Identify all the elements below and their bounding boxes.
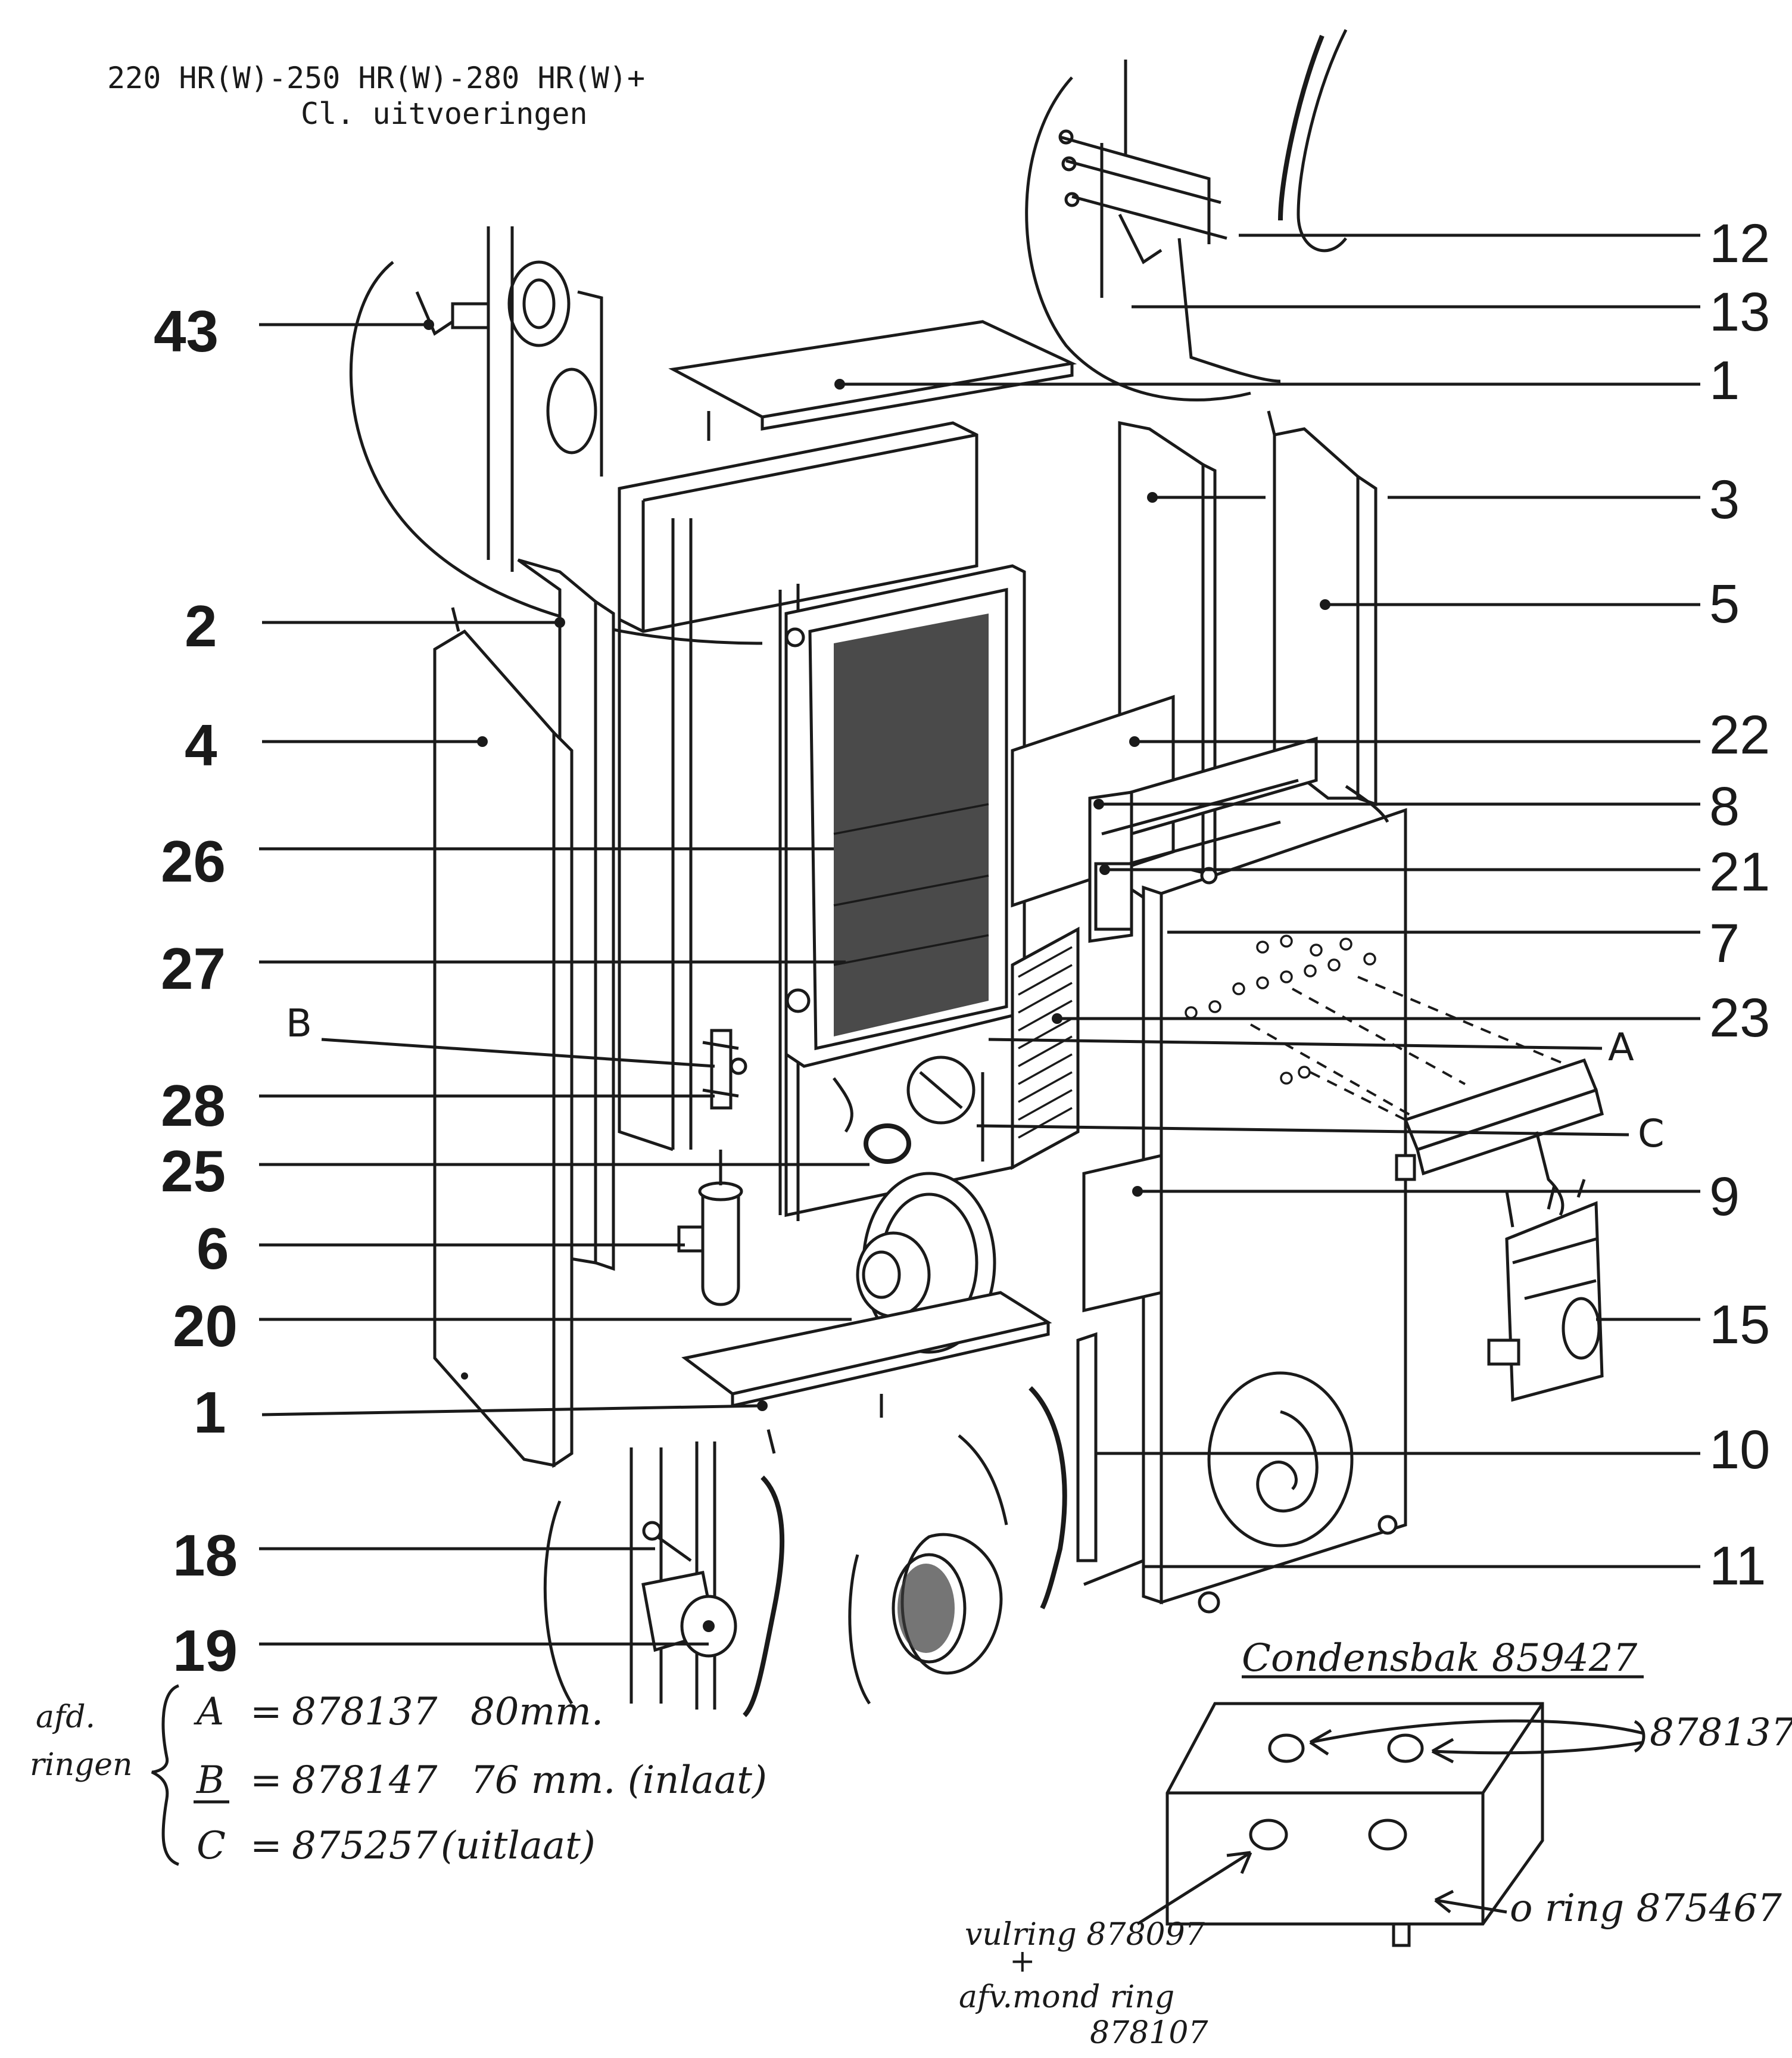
condensbak-vulring: vulring 878097 bbox=[965, 1917, 1205, 1953]
callout-27: 27 bbox=[161, 936, 226, 1001]
frame-8-21 bbox=[1088, 736, 1318, 943]
ring-C-code: 875257 bbox=[292, 1824, 438, 1868]
left-side-panel-2 bbox=[517, 558, 615, 1271]
callout-43: 43 bbox=[154, 298, 219, 364]
callout-12: 12 bbox=[1709, 213, 1770, 274]
callout-13: 13 bbox=[1709, 282, 1770, 343]
siphon-6 bbox=[677, 1150, 743, 1306]
title-line-2: Cl. uitvoeringen bbox=[301, 96, 588, 131]
gas-valve-15 bbox=[1487, 1179, 1604, 1402]
callout-23: 23 bbox=[1709, 988, 1770, 1048]
callout-3: 3 bbox=[1709, 469, 1740, 530]
callout-8: 8 bbox=[1709, 776, 1740, 837]
rings-note-label-1: afd. bbox=[36, 1699, 95, 1735]
detail-circle-fan-inlet bbox=[848, 1386, 1067, 1705]
condensbak-afvoer-code: 878107 bbox=[1090, 2015, 1208, 2051]
detail-circle-18-19 bbox=[543, 1441, 785, 1717]
condensbak-plus: + bbox=[1009, 1944, 1036, 1979]
title-line-1: 220 HR(W)-250 HR(W)-280 HR(W)+ bbox=[107, 61, 645, 95]
callout-4: 4 bbox=[185, 712, 217, 778]
ring-B-code: 878147 bbox=[292, 1758, 438, 1802]
callout-21: 21 bbox=[1709, 842, 1770, 902]
callout-1-lower: 1 bbox=[194, 1380, 226, 1445]
ring-B-key: B bbox=[196, 1758, 225, 1802]
callout-9: 9 bbox=[1709, 1166, 1740, 1227]
callout-10: 10 bbox=[1709, 1419, 1770, 1480]
callout-26: 26 bbox=[161, 829, 226, 894]
right-callouts: 12 13 1 3 5 22 8 21 7 23 A C 9 bbox=[834, 213, 1770, 1596]
callout-B: B bbox=[286, 1002, 312, 1046]
callout-A: A bbox=[1608, 1026, 1634, 1070]
detail-circle-12-13 bbox=[1025, 29, 1348, 401]
left-callouts: 43 2 4 26 27 B 28 25 6 20 1 18 19 bbox=[154, 298, 869, 1683]
callout-11: 11 bbox=[1709, 1536, 1766, 1596]
condensbak-afvoer: afv.mond ring bbox=[959, 1979, 1174, 2015]
top-cover-panel bbox=[668, 320, 1077, 441]
ring-C-desc: (uitlaat) bbox=[441, 1824, 596, 1868]
detail-circle-43 bbox=[349, 226, 763, 645]
condensbak-title: Condensbak 859427 bbox=[1242, 1636, 1637, 1680]
bottom-cover-panel bbox=[681, 1291, 1052, 1454]
condensbak-878137: 878137 bbox=[1650, 1711, 1792, 1755]
ring-A-desc: 80mm. bbox=[470, 1690, 603, 1734]
ring-B-desc: 76 mm. (inlaat) bbox=[470, 1758, 767, 1802]
callout-1-upper: 1 bbox=[1709, 350, 1740, 411]
callout-19: 19 bbox=[173, 1618, 238, 1683]
condensbak-oring: o ring 875467 bbox=[1510, 1886, 1782, 1931]
ring-A-key: A bbox=[194, 1690, 224, 1734]
callout-6: 6 bbox=[197, 1216, 229, 1281]
callout-7: 7 bbox=[1709, 913, 1740, 974]
ring-A-code: 878137 bbox=[292, 1690, 438, 1734]
ring-B-eq: = bbox=[250, 1758, 282, 1802]
front-panel-right bbox=[1076, 784, 1407, 1614]
callout-18: 18 bbox=[173, 1523, 238, 1588]
ring-C-key: C bbox=[197, 1824, 226, 1868]
left-side-panel-4 bbox=[433, 607, 574, 1468]
rings-note: afd. ringen A = 878137 80mm. B = 878147 … bbox=[30, 1684, 767, 1868]
ring-C-eq: = bbox=[250, 1824, 282, 1868]
callout-5: 5 bbox=[1709, 574, 1740, 634]
callout-25: 25 bbox=[161, 1138, 226, 1204]
fan-housing-10 bbox=[1207, 1371, 1354, 1548]
valve-28 bbox=[702, 1029, 747, 1110]
louvre-panel-23 bbox=[1011, 926, 1080, 1170]
callout-2: 2 bbox=[185, 593, 217, 659]
callout-15: 15 bbox=[1709, 1294, 1770, 1355]
callout-C: C bbox=[1638, 1112, 1665, 1156]
callout-28: 28 bbox=[161, 1073, 226, 1138]
condensbak: Condensbak 859427 878137 o ring 875467 v… bbox=[959, 1636, 1792, 2051]
ring-A-eq: = bbox=[250, 1690, 282, 1734]
heat-exchanger bbox=[784, 564, 1026, 1068]
rings-note-label-2: ringen bbox=[30, 1747, 133, 1783]
top-housing-box bbox=[618, 421, 978, 633]
callout-20: 20 bbox=[173, 1293, 238, 1359]
callout-22: 22 bbox=[1709, 705, 1770, 765]
